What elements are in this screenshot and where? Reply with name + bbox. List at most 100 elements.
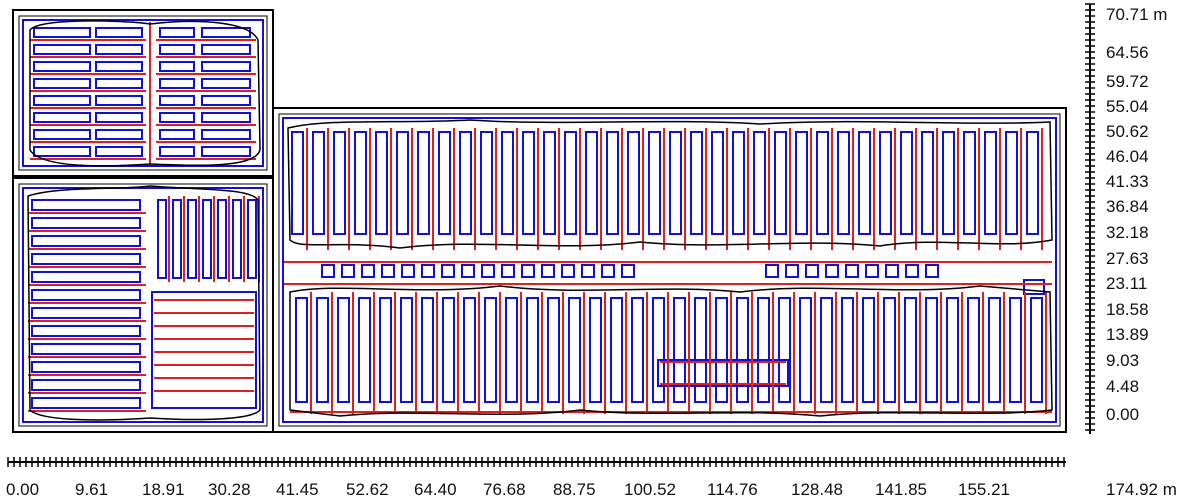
x-axis-tick-label: 114.76 (707, 480, 758, 499)
rack (820, 297, 833, 403)
x-axis-tick-label: 41.45 (276, 480, 319, 499)
x-axis-tick-label: 128.48 (791, 480, 843, 499)
rack (837, 131, 850, 235)
rack (648, 131, 661, 235)
rack (95, 129, 143, 140)
rack (375, 131, 388, 235)
zone-boundary (22, 19, 1057, 423)
y-axis-tick-label: 55.04 (1106, 97, 1149, 116)
rack (31, 253, 141, 265)
rack (33, 112, 91, 123)
rack (159, 112, 195, 123)
rack (172, 199, 182, 279)
x-axis-tick-label: 141.85 (875, 480, 927, 499)
rack (904, 297, 917, 403)
rack (589, 297, 602, 403)
rack (459, 131, 472, 235)
rack (379, 297, 392, 403)
x-axis-tick-label: 155.21 (958, 480, 1010, 499)
rack (900, 131, 913, 235)
rack (31, 289, 141, 301)
x-axis-tick-label: 9.61 (75, 480, 109, 499)
x-axis-tick-label: 76.68 (483, 480, 526, 499)
rack (396, 131, 409, 235)
rack (157, 199, 167, 279)
rack (33, 27, 91, 38)
rack (217, 199, 227, 279)
rack (963, 131, 976, 235)
y-axis-tick-label: 50.62 (1106, 122, 1149, 141)
rack (201, 146, 251, 157)
rack (361, 264, 375, 278)
rack (845, 264, 859, 278)
rack (33, 146, 91, 157)
y-axis-tick-label: 9.03 (1106, 351, 1140, 370)
rack (201, 95, 251, 106)
rack (841, 297, 854, 403)
rack (774, 131, 787, 235)
rack (95, 95, 143, 106)
rack (31, 397, 141, 409)
y-axis-tick-label: 41.33 (1106, 172, 1149, 191)
rack (33, 44, 91, 55)
rack (984, 131, 997, 235)
y-axis-tick-label: 32.18 (1106, 223, 1149, 242)
building-walls (12, 9, 1067, 433)
rack (736, 297, 749, 403)
rack (159, 146, 195, 157)
rack (480, 131, 493, 235)
x-axis-tick-label: 52.62 (346, 480, 389, 499)
rack (31, 325, 141, 337)
rack (201, 129, 251, 140)
rack (159, 78, 195, 89)
rack (202, 199, 212, 279)
storage-racks (31, 27, 1045, 409)
rack (442, 297, 455, 403)
rack (799, 297, 812, 403)
rack (1009, 297, 1022, 403)
rack (757, 297, 770, 403)
rack (95, 112, 143, 123)
rack (95, 78, 143, 89)
rack (1030, 297, 1043, 403)
rack (921, 131, 934, 235)
y-axis-ruler (1085, 3, 1095, 434)
rack (1026, 131, 1039, 235)
y-axis-tick-label: 70.71 m (1106, 5, 1168, 24)
rack (883, 297, 896, 403)
rack (95, 27, 143, 38)
rack (795, 131, 808, 235)
rack (732, 131, 745, 235)
rack (31, 307, 141, 319)
rack (333, 131, 346, 235)
y-axis-tick-label: 59.72 (1106, 72, 1149, 91)
y-axis-tick-label: 23.11 (1106, 274, 1148, 293)
rack (31, 343, 141, 355)
rack (805, 264, 819, 278)
rack (291, 131, 304, 235)
rack (400, 297, 413, 403)
rack (31, 217, 141, 229)
x-axis-tick-label: 64.40 (414, 480, 457, 499)
rack (151, 291, 257, 409)
rack (568, 297, 581, 403)
rack (159, 129, 195, 140)
rack (316, 297, 329, 403)
rack (341, 264, 355, 278)
rack (421, 297, 434, 403)
rack (31, 361, 141, 373)
y-axis-tick-label: 13.89 (1106, 325, 1149, 344)
rack (765, 264, 779, 278)
aisle-paths (28, 22, 1052, 414)
rack (816, 131, 829, 235)
x-axis-tick-label: 30.28 (208, 480, 251, 499)
rack (967, 297, 980, 403)
rack (33, 78, 91, 89)
rack (187, 199, 197, 279)
rack (201, 78, 251, 89)
rack (159, 27, 195, 38)
rack (95, 44, 143, 55)
rack (673, 297, 686, 403)
rack (543, 131, 556, 235)
rack (421, 264, 435, 278)
